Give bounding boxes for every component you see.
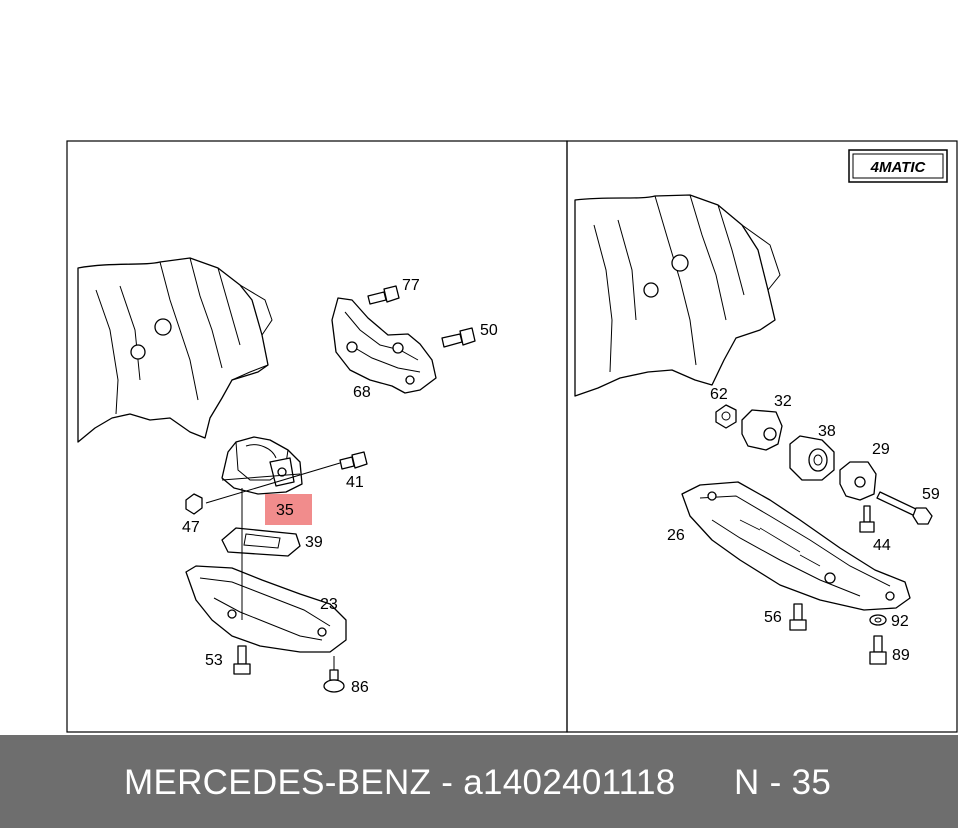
callout-41: 41 (346, 474, 364, 491)
matic-badge: 4MATIC (848, 149, 948, 183)
callout-26: 26 (667, 527, 685, 544)
callout-77: 77 (402, 277, 420, 294)
callout-50: 50 (480, 322, 498, 339)
footer-position: N - 35 (734, 763, 832, 802)
callout-35: 35 (276, 502, 294, 519)
rubber-mount-38 (789, 435, 835, 481)
matic-badge-label: 4MATIC (870, 159, 927, 176)
bolt-50 (441, 327, 476, 348)
callout-59: 59 (922, 486, 940, 503)
callout-92: 92 (891, 613, 909, 630)
callout-86: 86 (351, 679, 369, 696)
bolt-77 (367, 285, 400, 305)
bolt-56 (789, 603, 807, 631)
right-panel-frame (566, 140, 958, 733)
left-callouts: 77 50 68 41 47 35 39 23 53 86 (182, 277, 498, 696)
callout-89: 89 (892, 647, 910, 664)
callout-44: 44 (873, 537, 891, 554)
nut-62 (715, 404, 737, 429)
bolt-86 (323, 656, 345, 693)
left-transmission-housing (77, 257, 273, 443)
right-transmission-housing (574, 194, 781, 397)
bushing-32 (741, 409, 783, 451)
nut-47 (185, 493, 203, 515)
highlight-box (265, 494, 312, 525)
engine-mount-35 (221, 436, 303, 495)
mount-bolt-line-41 (205, 451, 368, 504)
bracket-29 (839, 461, 877, 501)
washer-92 (869, 614, 887, 626)
footer-part-number: MERCEDES-BENZ - a1402401118 (124, 763, 676, 802)
callout-23: 23 (320, 596, 338, 613)
right-callouts: 62 32 38 29 59 26 44 56 92 89 (667, 386, 940, 664)
transmission-bracket-68 (331, 297, 437, 394)
callout-38: 38 (818, 423, 836, 440)
bolt-59 (876, 491, 933, 525)
callout-56: 56 (764, 609, 782, 626)
parts-diagram: 4MATIC (66, 140, 958, 733)
callout-68: 68 (353, 384, 371, 401)
footer-bar: MERCEDES-BENZ - a1402401118 N - 35 (0, 735, 958, 828)
bolt-53 (233, 645, 251, 675)
callout-32: 32 (774, 393, 792, 410)
callout-62: 62 (710, 386, 728, 403)
callout-47: 47 (182, 519, 200, 536)
callout-29: 29 (872, 441, 890, 458)
bolt-89 (869, 635, 887, 665)
bolt-44 (859, 505, 875, 533)
callout-53: 53 (205, 652, 223, 669)
shim-plate-39 (221, 527, 301, 557)
crossmember-26 (681, 481, 911, 611)
callout-39: 39 (305, 534, 323, 551)
